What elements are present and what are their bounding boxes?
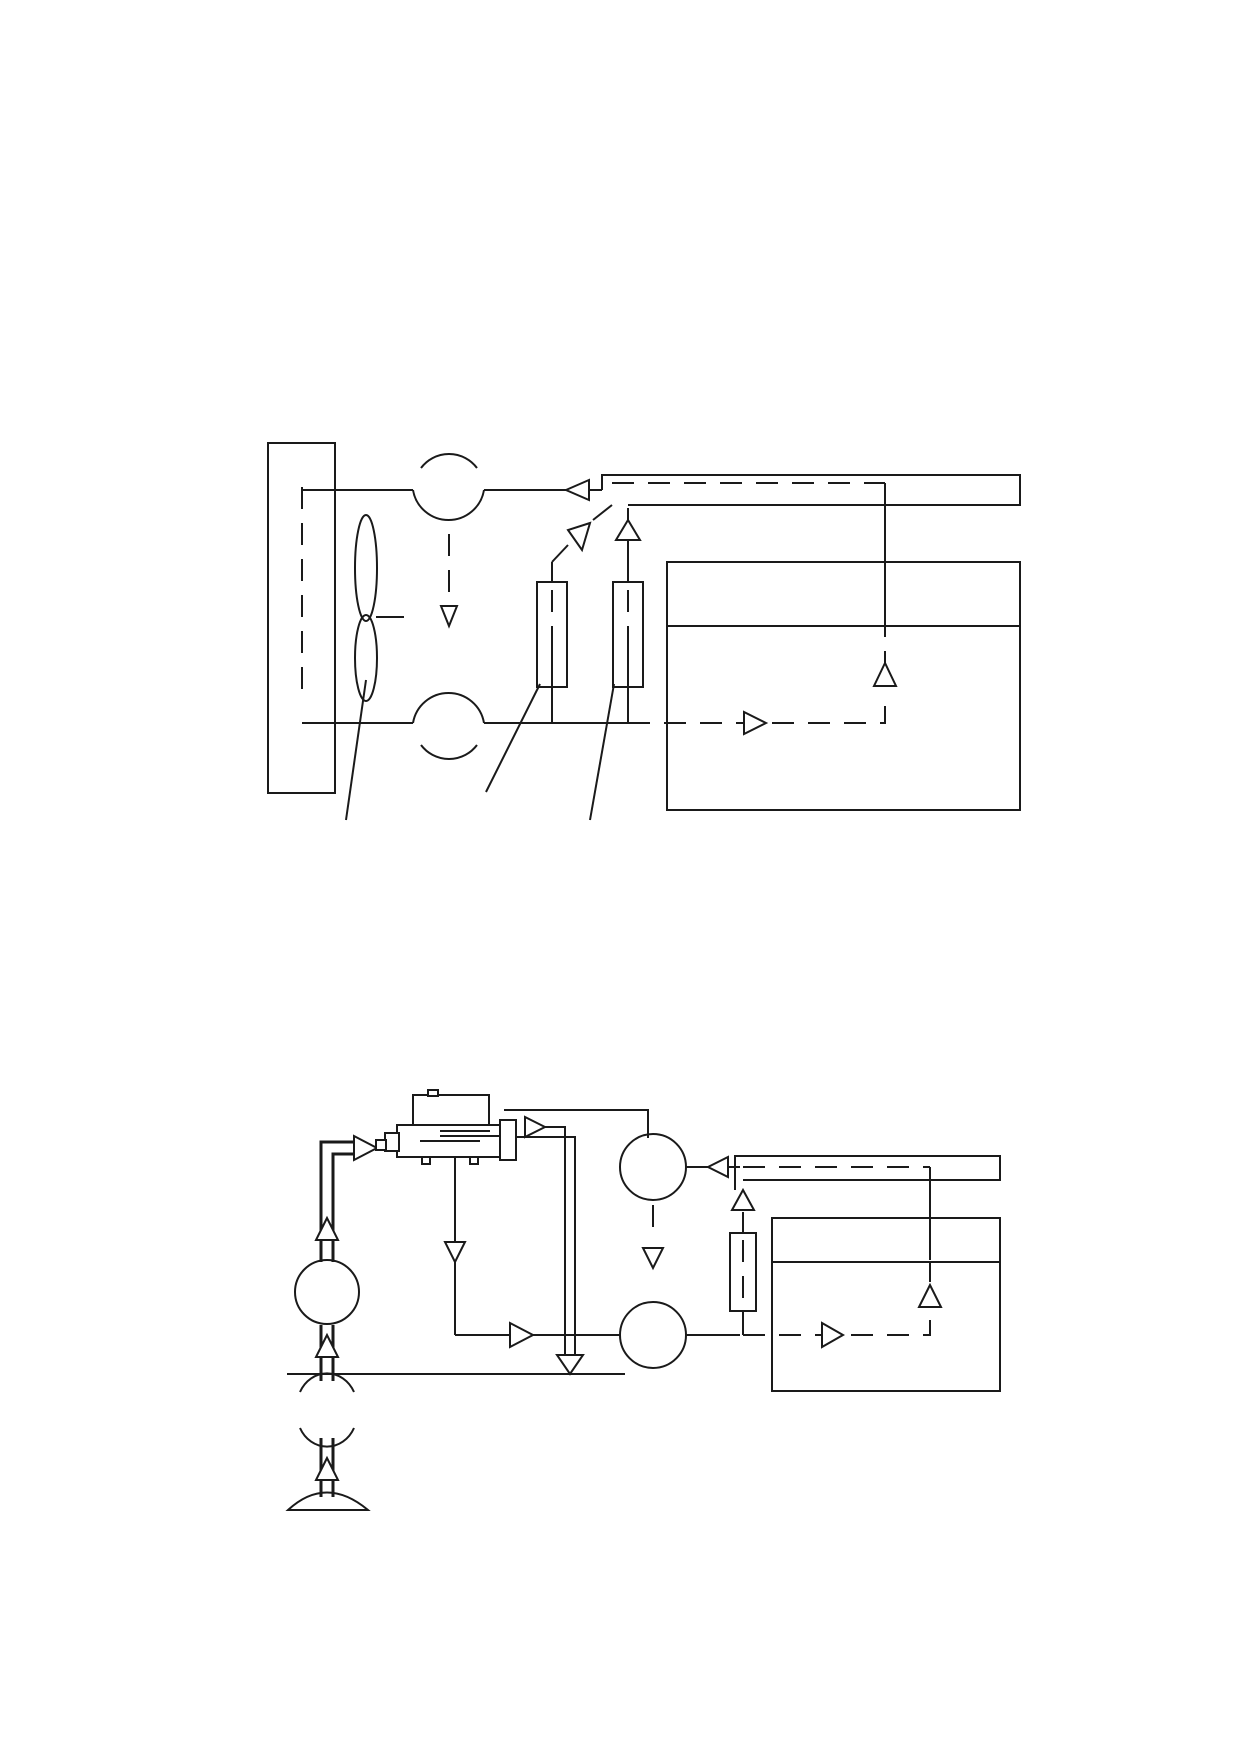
sea-water-pipe (314, 1134, 380, 1497)
engine-block (412, 692, 485, 760)
filter (729, 1187, 757, 1335)
sea-pump (294, 1259, 360, 1325)
flow-arrow-icon (314, 1332, 340, 1358)
upper-scheme (267, 442, 1021, 821)
fan (354, 514, 404, 702)
flow-arrow-icon (524, 1115, 548, 1139)
auxiliary-pump (299, 1372, 355, 1448)
flow-arrow-icon (614, 518, 642, 541)
tank (628, 561, 1021, 811)
flow-arrow-icon (705, 1155, 729, 1179)
overflow-pipe (601, 474, 1021, 615)
tank (743, 1217, 1001, 1392)
radiator (267, 442, 336, 794)
lower-pipework (443, 1109, 740, 1376)
leader-lines (345, 679, 615, 821)
flow-arrow-icon (353, 1134, 380, 1162)
filter (612, 518, 644, 688)
flow-arrow-icon (730, 1187, 756, 1211)
flow-arrow-icon (566, 521, 592, 553)
flow-arrow-icon (821, 1321, 846, 1349)
strainer (285, 1491, 371, 1511)
flow-arrow-icon (509, 1321, 536, 1349)
flow-arrow-icon (314, 1215, 340, 1241)
pump (412, 453, 485, 629)
overboard-discharge-icon (555, 1354, 585, 1376)
valve-manifold (375, 1089, 548, 1165)
flow-arrow-icon (872, 660, 898, 687)
flow-arrow-icon (563, 478, 590, 502)
lower-scheme (285, 1089, 1001, 1511)
flow-arrow-icon (743, 710, 769, 736)
heat-exchanger (536, 581, 568, 688)
engine-block (619, 1301, 687, 1369)
flow-arrow-icon (641, 1247, 665, 1271)
upper-pipework (302, 489, 629, 724)
overflow-pipe (705, 1155, 1001, 1260)
flow-arrow-icon (314, 1455, 340, 1481)
flow-arrow-icon (443, 1241, 467, 1265)
circulation-pump (619, 1133, 687, 1271)
flow-arrow-icon (439, 605, 459, 629)
flow-arrow-icon (917, 1282, 943, 1308)
